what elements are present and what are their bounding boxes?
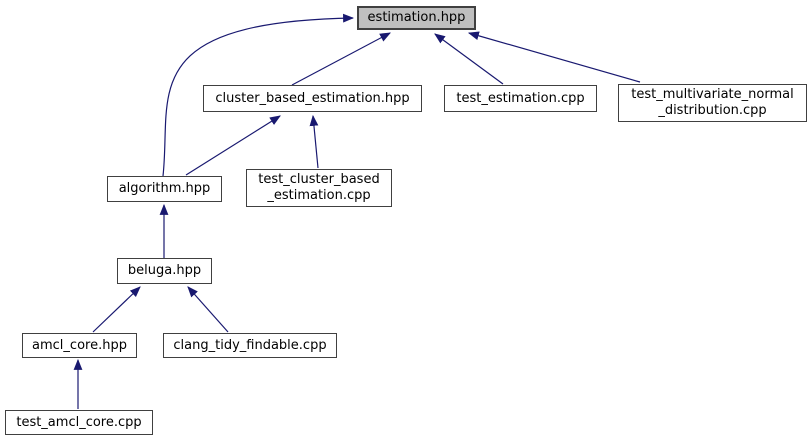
node-algorithm-hpp[interactable]: algorithm.hpp	[107, 176, 222, 202]
node-test-multivariate-normal-distribution-cpp[interactable]: test_multivariate_normal _distribution.c…	[618, 84, 807, 122]
edge-cluster_based_estimation.hpp-to-estimation.hpp	[291, 32, 391, 86]
node-test-estimation-cpp[interactable]: test_estimation.cpp	[444, 85, 597, 112]
node-label: algorithm.hpp	[118, 181, 211, 196]
node-label: _distribution.cpp	[658, 103, 767, 118]
edge-amcl_core.hpp-to-beluga.hpp	[92, 286, 141, 333]
edge-algorithm.hpp-to-cluster_based_estimation.hpp	[185, 115, 281, 176]
node-label: test_multivariate_normal	[631, 87, 794, 102]
node-amcl-core-hpp[interactable]: amcl_core.hpp	[22, 333, 137, 358]
node-clang-tidy-findable-cpp[interactable]: clang_tidy_findable.cpp	[163, 333, 337, 358]
node-label: clang_tidy_findable.cpp	[173, 337, 327, 353]
node-label: cluster_based_estimation.hpp	[215, 90, 410, 106]
node-test-amcl-core-cpp[interactable]: test_amcl_core.cpp	[5, 410, 153, 435]
node-estimation-hpp[interactable]: estimation.hpp	[357, 6, 476, 30]
node-label: test_amcl_core.cpp	[16, 414, 142, 430]
node-cluster-based-estimation-hpp[interactable]: cluster_based_estimation.hpp	[203, 85, 422, 112]
node-label: test_estimation.cpp	[456, 90, 585, 106]
node-label: test_cluster_based	[258, 172, 380, 187]
node-label: _estimation.cpp	[267, 188, 371, 203]
node-label: amcl_core.hpp	[32, 337, 127, 353]
edge-test_multivariate_normal_distribution.cpp-to-estimation.hpp	[467, 31, 641, 83]
node-label: estimation.hpp	[367, 10, 466, 25]
node-beluga-hpp[interactable]: beluga.hpp	[117, 258, 212, 284]
edge-test_estimation.cpp-to-estimation.hpp	[434, 33, 504, 85]
edge-algorithm.hpp-to-estimation.hpp	[162, 13, 355, 177]
edge-test_cluster_based_estimation.cpp-to-cluster_based_estimation.hpp	[309, 114, 319, 169]
node-label: beluga.hpp	[127, 263, 202, 278]
node-test-cluster-based-estimation-cpp[interactable]: test_cluster_based _estimation.cpp	[246, 169, 392, 207]
edge-clang_tidy_findable.cpp-to-beluga.hpp	[187, 286, 229, 333]
